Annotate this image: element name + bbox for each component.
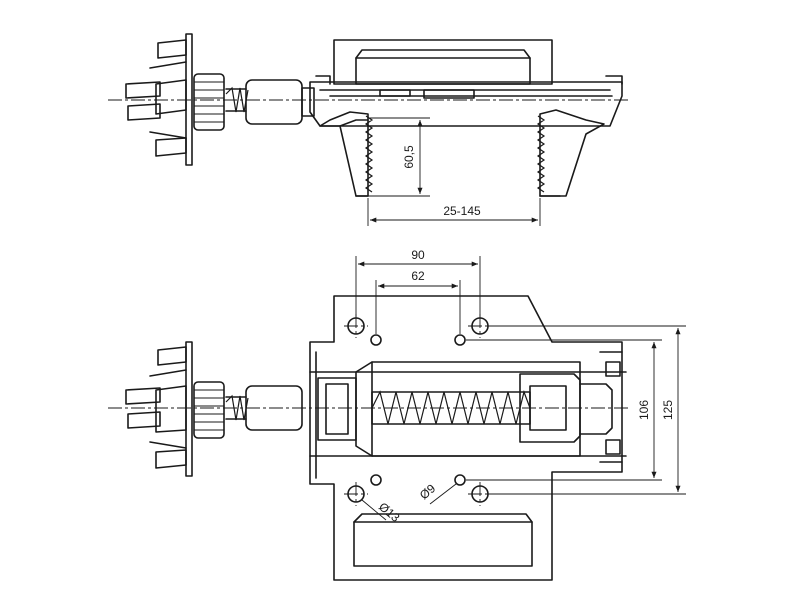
dimension-spacing-inner-label: 62 bbox=[411, 269, 425, 283]
plan-view: 90 62 106 125 Ø13 Ø9 bbox=[108, 248, 686, 581]
hole-small bbox=[454, 334, 466, 346]
plan-view-handle bbox=[125, 341, 193, 477]
side-view-lower-jaws bbox=[319, 109, 605, 197]
side-view-spring bbox=[193, 73, 225, 131]
side-view-handle bbox=[125, 33, 193, 166]
dimension-spacing-inner: 62 bbox=[375, 269, 461, 334]
plan-view-nut bbox=[245, 385, 303, 431]
dimension-spacing-outer: 90 bbox=[355, 248, 481, 318]
side-view-jaw-body bbox=[309, 39, 623, 127]
plan-view-screw bbox=[317, 361, 621, 457]
hole-small bbox=[370, 474, 382, 486]
hole-callout-small: Ø9 bbox=[417, 481, 457, 505]
side-view: 60,5 25-145 bbox=[108, 33, 630, 226]
dimension-width-inner-label: 106 bbox=[637, 400, 651, 420]
side-view-nut bbox=[245, 79, 303, 125]
hole-small bbox=[454, 474, 466, 486]
hole-small-label: Ø9 bbox=[417, 481, 439, 502]
dimension-spacing-outer-label: 90 bbox=[411, 248, 425, 262]
dimension-range-label: 25-145 bbox=[443, 204, 481, 218]
dimension-height: 60,5 bbox=[368, 117, 430, 197]
dimension-width-outer-label: 125 bbox=[661, 400, 675, 420]
plan-view-spring bbox=[193, 381, 225, 439]
dimension-width-inner: 106 bbox=[466, 339, 662, 481]
mounting-holes bbox=[344, 314, 492, 506]
dimension-height-label: 60,5 bbox=[402, 145, 416, 169]
dimension-range: 25-145 bbox=[367, 198, 541, 226]
hole-small bbox=[370, 334, 382, 346]
dimension-width-outer: 125 bbox=[488, 325, 686, 495]
